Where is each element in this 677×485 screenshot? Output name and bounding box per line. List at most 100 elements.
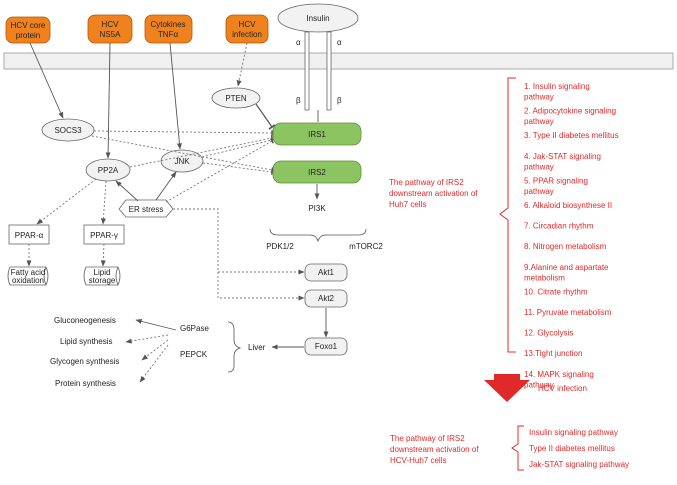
edge-er-akt [173,208,305,301]
edge-hcvcore-socs3 [29,42,64,119]
pathway-item-13: 13.Tight junction [524,349,582,358]
svg-text:Akt2: Akt2 [318,294,335,303]
node-ppar-gamma: PPAR-γ [83,224,125,245]
svg-text:PPAR-α: PPAR-α [15,231,44,240]
edge-pp2a-pparalpha [36,178,97,225]
node-irs2: IRS2 [272,160,362,184]
hcv-ns5a-line2: NS5A [100,30,122,39]
edge-pten-irs1 [255,103,276,130]
hcv-infection-line2: infection [232,30,262,39]
irs2-huh7-label-line1: The pathway of IRS2 [389,178,464,187]
hcv-huh7-label-line1: The pathway of IRS2 [390,434,465,443]
edge-pp2a-ppargamma [100,180,107,225]
node-akt1: Akt1 [304,263,348,282]
svg-text:Foxo1: Foxo1 [315,342,338,351]
node-pp2a: PP2A [85,158,131,182]
irs2-huh7-label-line3: Huh7 cells [389,200,426,209]
node-liver: Liver [248,343,266,352]
node-pepck: PEPCK [180,350,208,359]
stimulus-cytokines: Cytokines TNFα [144,14,193,44]
pathway-item-3: 3. Type II diabetes mellitus [524,131,619,140]
node-jnk: JNK [160,149,204,173]
pathway-item-14-cont: pathway [524,380,554,389]
pathway-item-9: 9.Alanine and aspartate [524,263,609,272]
alpha-label-right: α [337,38,342,47]
svg-text:Lipid: Lipid [94,268,111,277]
svg-text:storage: storage [89,276,116,285]
edge-jnk-irs2 [202,162,274,175]
outcome-glycogen-synthesis: Glycogen synthesis [50,357,119,366]
hcv-infection-arrow-shape [484,374,530,402]
pathway-brace [499,77,516,353]
pathway-item-1-cont: pathway [524,93,554,102]
edge-g6pase-gluconeogenesis [135,318,177,331]
pathway-item-8: 8. Nitrogen metabolism [524,242,607,251]
node-pdk: PDK1/2 [266,242,294,251]
node-mtorc2: mTORC2 [349,242,383,251]
hcv-core-line1: HCV core [11,21,46,30]
cytokines-line2: TNFα [158,30,179,39]
svg-text:Akt1: Akt1 [318,268,335,277]
outcome-gluconeogenesis: Gluconeogenesis [54,316,116,325]
pathway-item-4: 4. Jak-STAT signaling [524,152,601,161]
node-g6pase: G6Pase [180,324,209,333]
insulin-receptor: Insulin α α β β [277,3,359,111]
node-ppar-alpha: PPAR-α [8,224,50,245]
pathway-item-5: 5. PPAR signaling [524,176,588,185]
edge-jnk-irs1 [201,137,274,158]
pathway-item-1: 1. Insulin signaling [524,82,590,91]
svg-text:IRS2: IRS2 [308,168,326,177]
svg-text:PP2A: PP2A [98,166,119,175]
node-akt2: Akt2 [304,289,348,308]
hcv-pathway-2: Type II diabetes mellitus [529,444,615,453]
pathway-item-10: 10. Citrate rhythm [524,287,588,296]
pathway-list: 1. Insulin signaling pathway 2. Adipocytok… [524,82,619,389]
beta-label-right: β [337,96,342,105]
cytokines-line1: Cytokines [150,20,185,29]
pathway-item-2: 2. Adipocytokine signaling [524,107,616,116]
edge-pepck-lipid [125,334,169,344]
edge-er-pp2a [115,180,139,202]
pathway-item-12: 12. Glycolysis [524,329,573,338]
svg-text:Fatty acid: Fatty acid [11,268,46,277]
hcv-core-line2: protein [16,31,40,40]
node-lipid-storage: Lipid storage [83,266,121,286]
pathway-item-14: 14. MAPK signaling [524,370,594,379]
pi3k-brace [269,228,367,243]
stimulus-hcv-core: HCV core protein [5,16,51,44]
liver-brace [227,321,242,373]
hcv-huh7-label-line2: downstream activation of [390,445,479,454]
hcv-infection-line1: HCV [239,20,257,29]
svg-text:oxidation: oxidation [12,276,44,285]
node-er-stress: ER stress [118,199,174,218]
edge-socs3-irs1 [93,130,273,136]
node-pi3k: PI3K [308,204,326,213]
irs2-huh7-label-line2: downstream activation of [389,189,478,198]
pathway-item-9-cont: metabolism [524,273,565,282]
pathway-item-4-cont: pathway [524,162,554,171]
edge-ppargamma-lipid [100,243,106,267]
cell-membrane [3,52,674,70]
edge-pepck-glycogen [141,339,169,361]
svg-text:JNK: JNK [174,157,190,166]
svg-text:PPAR-γ: PPAR-γ [90,231,118,240]
edge-er-jnk [155,171,177,201]
pathway-item-5-cont: pathway [524,187,554,196]
stimulus-hcv-infection: HCV infection [225,14,269,44]
node-socs3: SOCS3 [41,118,95,142]
edge-er-irs1 [165,138,274,203]
svg-text:SOCS3: SOCS3 [54,126,82,135]
hcv-pathway-1: Insulin signaling pathway [529,428,618,437]
node-pten: PTEN [211,87,261,109]
node-foxo1: Foxo1 [304,337,348,356]
svg-text:PTEN: PTEN [225,94,247,103]
hcv-infection-arrow-label: HCV infection [538,384,587,393]
node-irs1: IRS1 [272,122,362,146]
outcome-protein-synthesis: Protein synthesis [55,379,116,388]
outcome-lipid-synthesis: Lipid synthesis [60,337,112,346]
hcv-pathway-3: Jak-STAT signaling pathway [529,460,629,469]
pathway-item-6: 6. Alkaloid biosynthese II [524,201,612,210]
edge-cytokines-jnk [169,42,182,150]
